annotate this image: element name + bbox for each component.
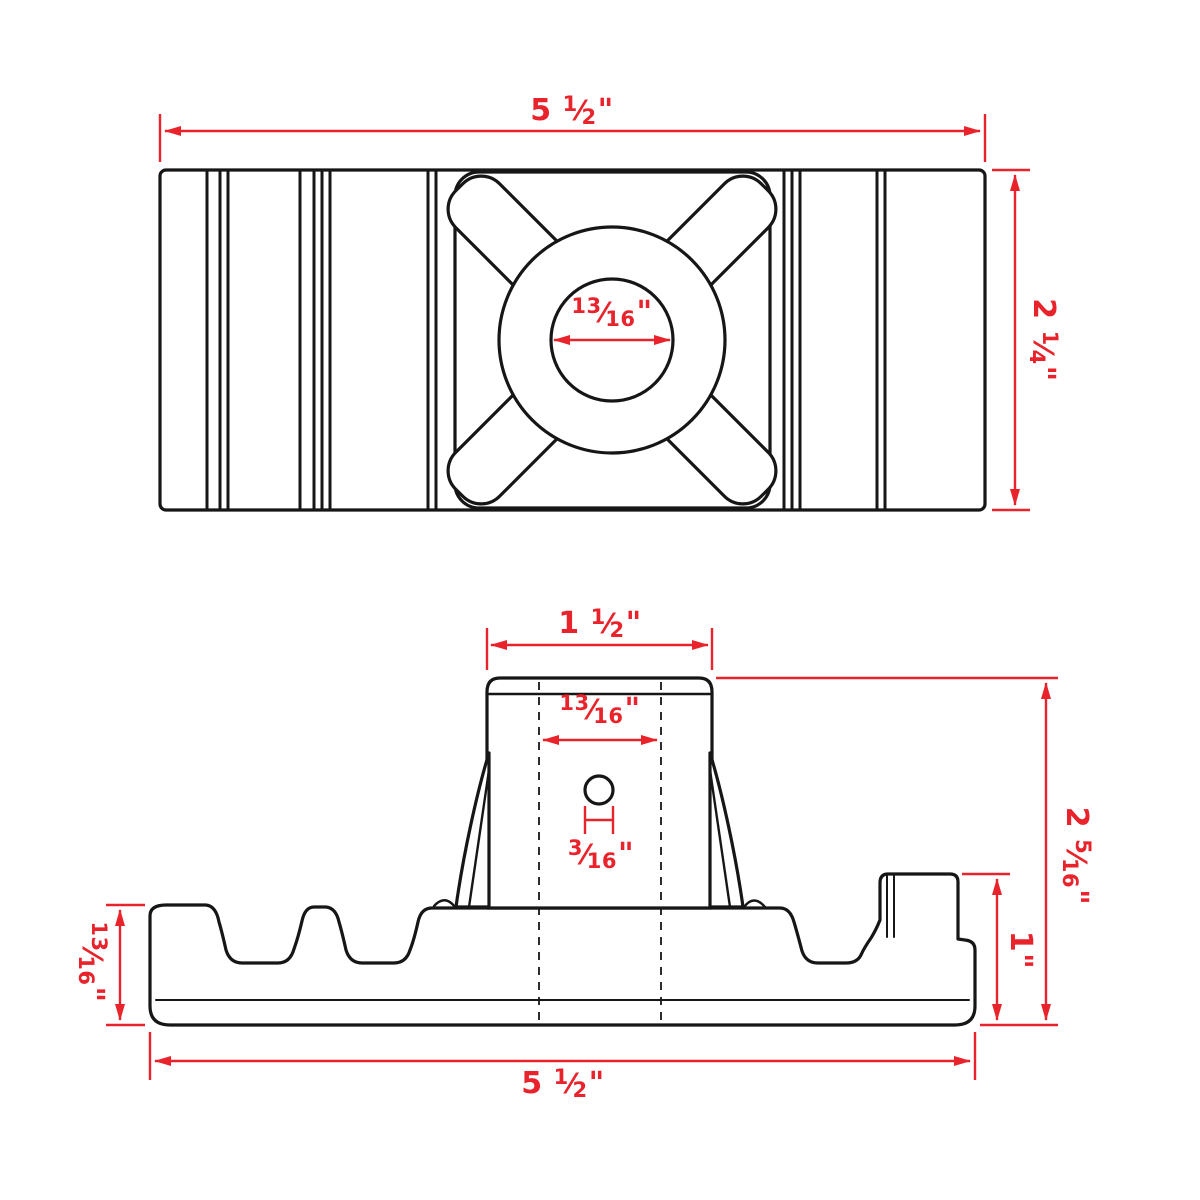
dim-top-hole-label: 13⁄16" [571,296,652,330]
dim-whole: 5 [530,93,563,128]
dim-fraction-denominator: 16 [1058,857,1082,889]
top-view [158,168,987,512]
dim-top-height-label: 2 1⁄4" [1025,298,1062,382]
base-profile [148,872,977,1027]
dim-unit: " [1059,889,1094,906]
dim-overall-height-label: 2 5⁄16" [1058,806,1095,906]
right-fillet [742,899,767,909]
dim-fraction-numerator: 1 [553,1065,569,1089]
dim-top-width-label: 5 1⁄2" [530,94,613,128]
dim-unit: " [597,93,614,128]
dim-fraction-denominator: 2 [609,618,625,642]
dim-base-height-label: 1" [1003,930,1038,970]
dim-fraction-slash: ⁄ [589,693,595,726]
dim-end-height-label: 13⁄16" [74,921,111,1003]
dim-fraction-slash: ⁄ [605,607,611,640]
right-gusset-edge [708,768,732,909]
dim-fraction-slash: ⁄ [568,1067,574,1100]
dim-fraction-slash: ⁄ [577,94,583,127]
dim-fraction-numerator: 13 [87,921,111,952]
dim-hole-spacing-label: 13⁄16" [559,693,640,727]
dim-whole: 5 [521,1066,554,1101]
dim-unit: " [75,986,110,1003]
left-fillet [432,899,457,909]
dim-fraction-slash: ⁄ [583,838,588,871]
dim-unit: " [588,1066,605,1101]
dim-unit: " [1003,953,1038,970]
dim-fraction-denominator: 2 [581,105,597,129]
dim-fraction-denominator: 2 [572,1078,588,1102]
dim-hole-dia-label: 3⁄16" [568,838,634,872]
dim-fraction-denominator: 4 [1025,349,1049,365]
top-view-dimensions [158,114,1030,512]
dim-fraction-numerator: 1 [562,92,578,116]
left-gusset-edge [467,768,491,909]
dim-fraction-numerator: 3 [567,836,584,860]
post-hole [583,774,615,806]
dim-base-width-label: 5 1⁄2" [521,1067,604,1101]
dim-fraction-numerator: 1 [590,605,606,629]
dim-fraction-denominator: 16 [74,955,98,986]
dim-whole: 2 [1059,806,1094,840]
dim-unit: " [624,692,641,727]
dim-fraction-numerator: 1 [1038,330,1062,346]
dim-unit: " [1026,365,1061,382]
dim-fraction-denominator: 16 [605,307,636,331]
dim-fraction-denominator: 16 [586,849,617,873]
dim-fraction-numerator: 13 [559,691,590,715]
dim-whole: 1 [558,606,591,641]
dim-fraction-numerator: 5 [1071,839,1095,855]
dim-unit: " [636,295,653,330]
dim-fraction-slash: ⁄ [601,296,607,329]
dim-unit: " [625,606,642,641]
front-view [148,676,977,1027]
front-view-dimensions [106,628,1058,1080]
dim-fraction-numerator: 13 [571,294,602,318]
dim-whole: 1 [1003,930,1038,953]
dim-fraction-denominator: 16 [593,704,624,728]
dim-unit: " [617,837,635,872]
dim-whole: 2 [1026,298,1061,331]
dim-post-width-label: 1 1⁄2" [558,607,641,641]
